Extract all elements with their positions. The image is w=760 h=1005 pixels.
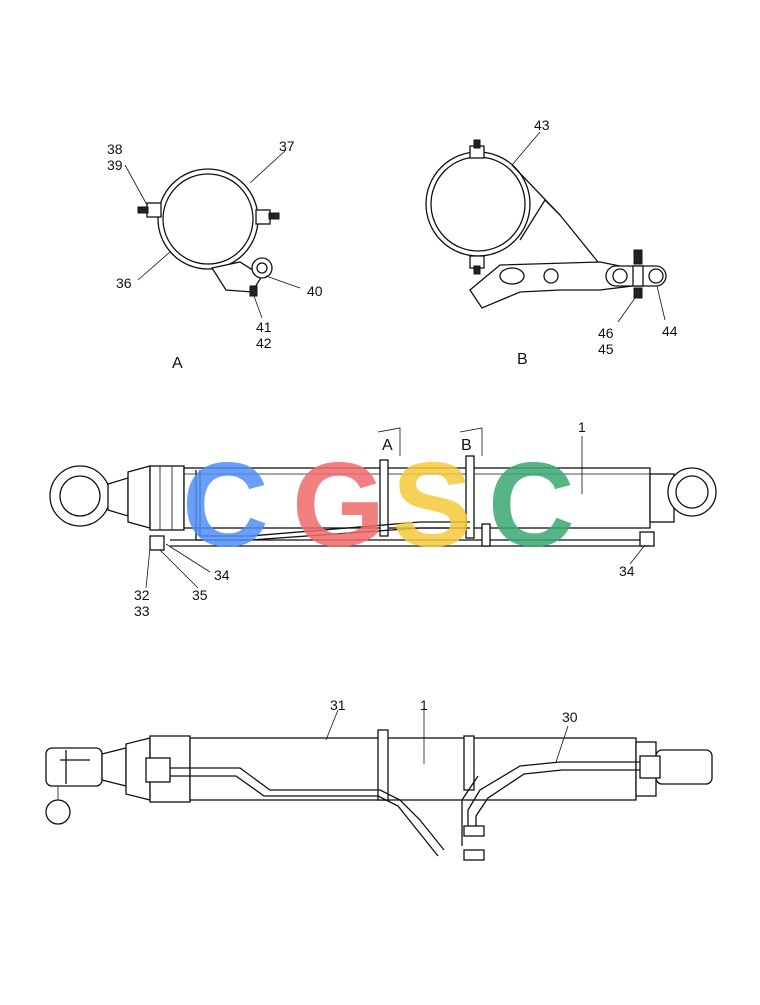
detail-bubble — [45, 799, 71, 825]
rod-eye-right — [667, 467, 717, 517]
pipe-clip-bolt — [632, 265, 644, 287]
rod-end-right — [655, 749, 713, 785]
callout-38: 38 — [107, 141, 123, 157]
leader-30 — [555, 725, 569, 763]
clip-nut-bottom — [633, 287, 643, 299]
clamp-ear-right — [255, 209, 271, 225]
section-mark-b — [459, 427, 483, 456]
cylinder-side-view: A B 1 32 33 34 35 34 — [49, 419, 717, 619]
port-fitting-lower — [463, 849, 485, 861]
callout-31: 31 — [330, 697, 346, 713]
view-caption-a: A — [172, 355, 183, 372]
clamp-a-band — [379, 459, 389, 537]
watermark-letter-1: C — [182, 438, 269, 572]
callout-40: 40 — [307, 283, 323, 299]
port-fitting-upper — [463, 825, 485, 837]
clip-bolt-top — [633, 249, 643, 265]
leader-35 — [159, 549, 199, 589]
bracket-bolt — [249, 285, 258, 297]
section-mark-a — [377, 427, 401, 456]
pipe-bracket — [210, 261, 263, 293]
callout-1-bottom: 1 — [420, 697, 428, 713]
leader-34b — [629, 544, 646, 565]
clamp-bolt-top — [473, 139, 481, 149]
detail-view-a: 37 38 39 36 40 41 42 A — [107, 138, 323, 372]
callout-35: 35 — [192, 587, 208, 603]
view-caption-b: B — [517, 351, 528, 368]
pipe-31 — [170, 767, 445, 851]
clamp-bolt-bottom — [473, 265, 481, 275]
callout-34-right: 34 — [619, 563, 635, 579]
callout-39: 39 — [107, 157, 123, 173]
watermark-letter-2: G — [292, 438, 385, 572]
clamp-band-outer — [157, 168, 259, 270]
pipe-30 — [467, 761, 640, 830]
pipe-clip — [251, 257, 273, 279]
leader-36 — [137, 251, 171, 281]
port-block-right — [639, 755, 661, 779]
watermark: C G S C — [182, 438, 575, 572]
callout-45: 45 — [598, 341, 614, 357]
leader-34a — [165, 543, 211, 573]
leader-43 — [511, 131, 541, 166]
rod-neck-left — [107, 477, 129, 517]
rod-eye-left — [49, 465, 111, 527]
clamp-band-bottom-a — [377, 729, 389, 801]
clamp-bolt-right — [268, 212, 280, 220]
callout-34-left: 34 — [214, 567, 230, 583]
rod-gland — [127, 465, 151, 529]
section-label-a: A — [382, 437, 393, 454]
leader-41 — [253, 295, 263, 319]
detail-view-b: 43 46 45 44 B — [425, 117, 678, 368]
callout-33: 33 — [134, 603, 150, 619]
watermark-letter-4: C — [488, 438, 575, 572]
support-arm-brace — [519, 198, 561, 241]
rod-eye-left-bore — [59, 475, 101, 517]
pipe-clip-hole-2 — [648, 268, 664, 284]
tube-fitting-right — [639, 531, 655, 547]
leader-38 — [124, 164, 148, 206]
clamp-ear-left — [146, 202, 162, 218]
clamp-band-inner — [162, 173, 254, 265]
callout-36: 36 — [116, 275, 132, 291]
rod-neck-bottom — [101, 747, 127, 787]
cylinder-barrel-bottom — [189, 737, 637, 801]
clamp-bolt-left — [137, 206, 149, 214]
bracket-slot — [499, 267, 525, 285]
clamp-b-band — [465, 455, 475, 539]
callout-44: 44 — [662, 323, 678, 339]
head-cap — [149, 465, 185, 531]
leader-46 — [617, 297, 636, 323]
clamp-band-bottom-b — [463, 735, 475, 791]
callout-32: 32 — [134, 587, 150, 603]
leader-32 — [145, 547, 151, 589]
pipe-clip-hole — [256, 262, 268, 274]
callout-41: 41 — [256, 319, 272, 335]
callout-43: 43 — [534, 117, 550, 133]
watermark-letter-3: S — [392, 438, 472, 572]
leader-37 — [249, 149, 287, 184]
section-label-b: B — [461, 437, 472, 454]
bracket-hole — [543, 268, 559, 284]
callout-37: 37 — [279, 138, 295, 154]
tube-fitting-mid — [481, 523, 491, 547]
pipe-clip-hole-1 — [612, 268, 628, 284]
leader-44 — [656, 285, 666, 321]
rod-eye-right-bore — [675, 475, 709, 509]
rod-end-left — [45, 747, 103, 787]
leader-31 — [325, 709, 339, 741]
tube-fitting-left — [149, 535, 165, 551]
callout-46: 46 — [598, 325, 614, 341]
callout-1-mid: 1 — [578, 419, 586, 435]
callout-42: 42 — [256, 335, 272, 351]
callout-30: 30 — [562, 709, 578, 725]
port-block-left — [145, 757, 171, 783]
cylinder-top-view: 31 1 30 — [45, 697, 713, 861]
leader-40 — [265, 275, 301, 289]
